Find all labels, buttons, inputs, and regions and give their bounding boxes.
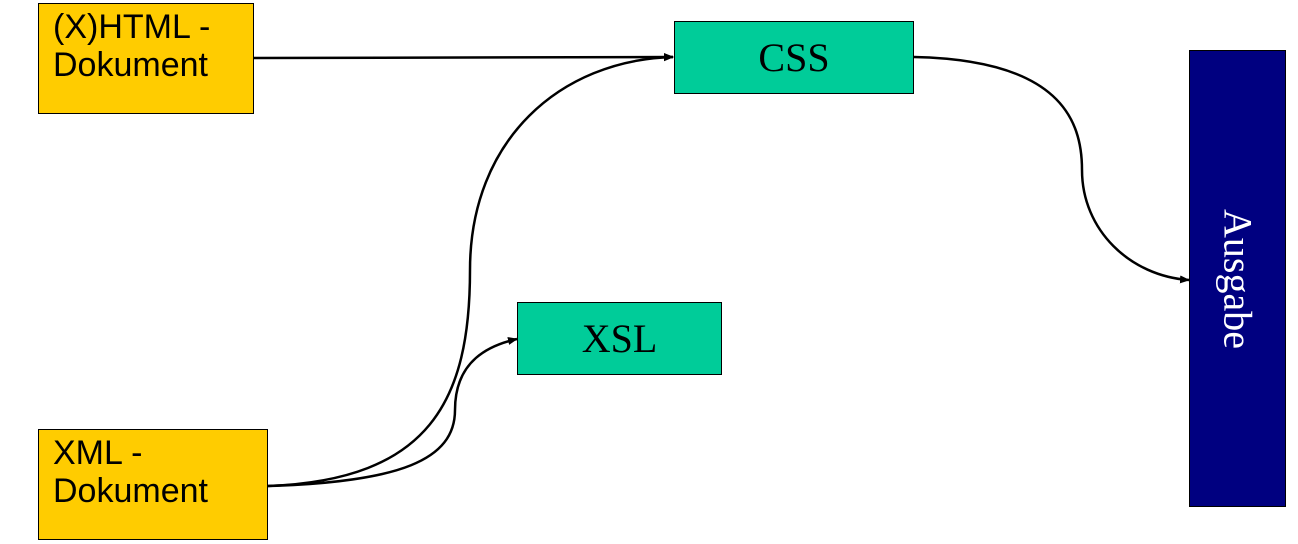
xml-document-node: XML - Dokument: [38, 429, 268, 540]
html-document-node: (X)HTML - Dokument: [38, 3, 254, 114]
html-document-label-line2: Dokument: [53, 46, 208, 84]
arrow-html-to-css: [253, 53, 674, 62]
arrow-xml-to-xsl: [267, 337, 518, 488]
css-node: CSS: [674, 21, 914, 94]
output-node: Ausgabe: [1189, 50, 1286, 507]
html-document-label-line1: (X)HTML -: [53, 8, 211, 46]
xml-document-label-line1: XML -: [53, 434, 143, 472]
xml-document-label-line2: Dokument: [53, 472, 208, 510]
arrow-css-to-output: [913, 55, 1190, 284]
xsl-label: XSL: [581, 316, 658, 361]
xsl-node: XSL: [517, 302, 722, 375]
css-label: CSS: [758, 35, 830, 80]
arrow-xml-to-css: [267, 53, 674, 488]
output-label: Ausgabe: [1215, 208, 1260, 349]
